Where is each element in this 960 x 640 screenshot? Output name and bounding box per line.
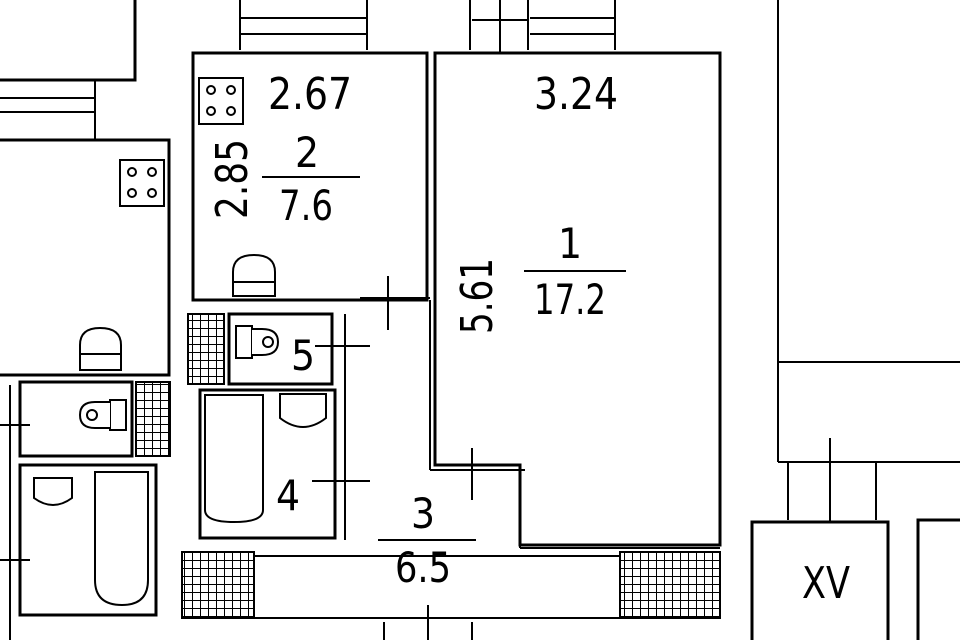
room-3-number: 3 (411, 489, 435, 538)
sink-icon (232, 253, 276, 297)
room-4-number: 4 (276, 471, 300, 520)
top-walls (239, 0, 616, 78)
toilet-icon-left (78, 399, 127, 431)
room-1-length-label: 5.61 (452, 258, 503, 334)
neighbor-unit-right: XV (750, 0, 960, 640)
bathtub-icon-left (33, 471, 149, 607)
room-2-area: 7.6 (279, 181, 333, 230)
room-5-wc: 5 (187, 312, 370, 540)
neighbor-unit-left (0, 0, 171, 640)
toilet-icon (235, 325, 280, 359)
bathtub-icon (204, 393, 327, 524)
room-1-area: 17.2 (534, 275, 606, 324)
room-2-length-label: 2.85 (207, 139, 258, 219)
room-1-width-label: 3.24 (534, 69, 618, 120)
room-2-kitchen: 2.67 2.85 2 7.6 (191, 51, 429, 302)
room-1-number: 1 (558, 219, 582, 268)
room-3-hallway: 3 6.5 (181, 276, 721, 640)
sink-icon-left (79, 326, 122, 371)
room-3-area: 6.5 (395, 543, 451, 592)
room-1-living: 3.24 5.61 1 17.2 (433, 51, 722, 547)
room-2-number: 2 (295, 128, 319, 177)
section-label: XV (802, 558, 850, 609)
stove-icon-left (119, 159, 165, 207)
stove-icon (198, 77, 244, 125)
room-2-width-label: 2.67 (268, 69, 352, 120)
room-5-number: 5 (291, 331, 315, 380)
room-4-bathroom: 4 (198, 388, 370, 540)
